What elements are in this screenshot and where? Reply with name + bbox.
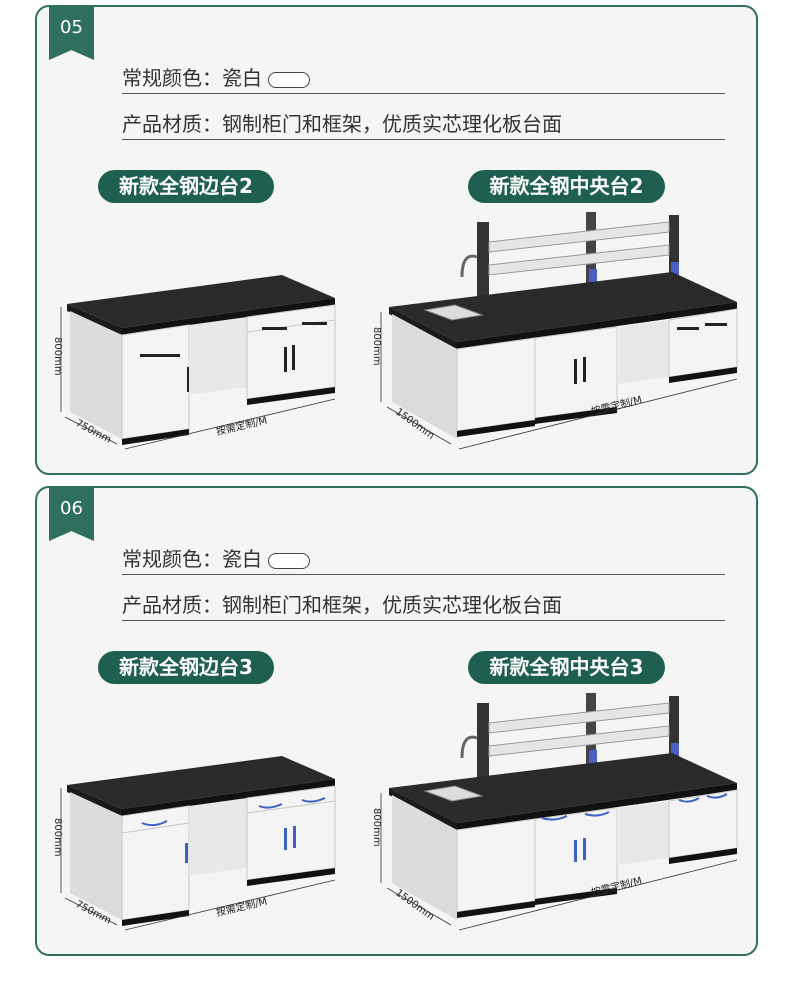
side-bench-illustration: 800mm 750mm 按需定制/M	[52, 275, 336, 450]
color-spec-label: 常规颜色：瓷白	[122, 547, 262, 571]
material-spec-label: 产品材质：钢制柜门和框架，优质实芯理化板台面	[122, 593, 562, 617]
left-product-title: 新款全钢边台2	[98, 170, 274, 203]
color-spec-line: 常规颜色：瓷白	[122, 544, 725, 575]
side-bench-illustration: 800mm 750mm 按需定制/M	[52, 756, 336, 931]
central-bench-illustration: 800mm 1500mm 按需定制/M	[371, 693, 738, 931]
right-product-title: 新款全钢中央台2	[468, 170, 665, 203]
central-bench-illustration: 800mm 1500mm 按需定制/M	[371, 212, 738, 450]
color-swatch-oval	[268, 552, 310, 569]
right-product-title: 新款全钢中央台3	[468, 651, 665, 684]
product-section-06: 06 常规颜色：瓷白 产品材质：钢制柜门和框架，优质实芯理化板台面 新款全钢边台…	[35, 486, 758, 956]
material-spec-line: 产品材质：钢制柜门和框架，优质实芯理化板台面	[122, 109, 725, 140]
product-section-05: 05 常规颜色：瓷白 产品材质：钢制柜门和框架，优质实芯理化板台面 新款全钢边台…	[35, 5, 758, 475]
height-dimension-right: 800mm	[371, 327, 382, 366]
height-dimension-right: 800mm	[371, 808, 382, 847]
material-spec-line: 产品材质：钢制柜门和框架，优质实芯理化板台面	[122, 590, 725, 621]
left-product-title: 新款全钢边台3	[98, 651, 274, 684]
material-spec-label: 产品材质：钢制柜门和框架，优质实芯理化板台面	[122, 112, 562, 136]
height-dimension-left: 800mm	[52, 818, 63, 857]
color-spec-label: 常规颜色：瓷白	[122, 66, 262, 90]
height-dimension-left: 800mm	[52, 337, 63, 376]
color-swatch-oval	[268, 71, 310, 88]
color-spec-line: 常规颜色：瓷白	[122, 63, 725, 94]
